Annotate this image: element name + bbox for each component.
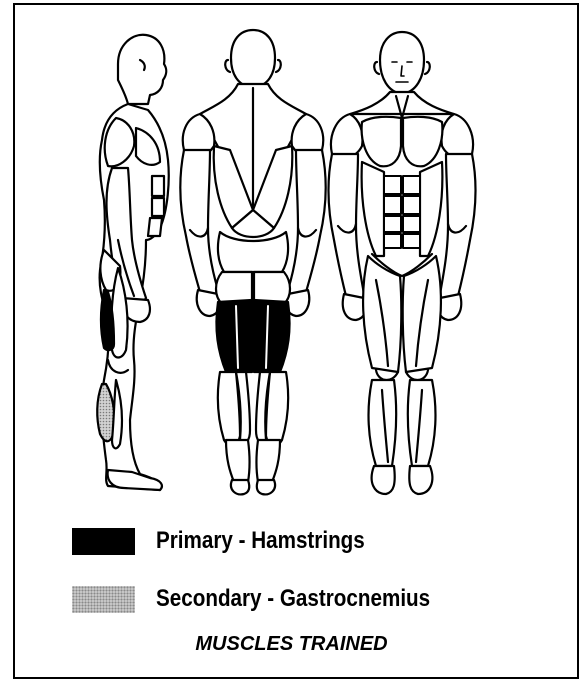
back-view-figure	[180, 30, 325, 494]
secondary-label: Secondary - Gastrocnemius	[156, 585, 430, 613]
legend-primary: Primary - Hamstrings	[72, 527, 399, 555]
side-view-figure	[97, 35, 169, 490]
legend-secondary: Secondary - Gastrocnemius	[72, 585, 475, 613]
secondary-swatch	[72, 586, 135, 613]
front-view-figure	[328, 32, 475, 494]
primary-label: Primary - Hamstrings	[156, 527, 365, 555]
primary-swatch	[72, 528, 135, 555]
muscle-figures	[0, 0, 583, 520]
caption: MUSCLES TRAINED	[0, 633, 583, 656]
